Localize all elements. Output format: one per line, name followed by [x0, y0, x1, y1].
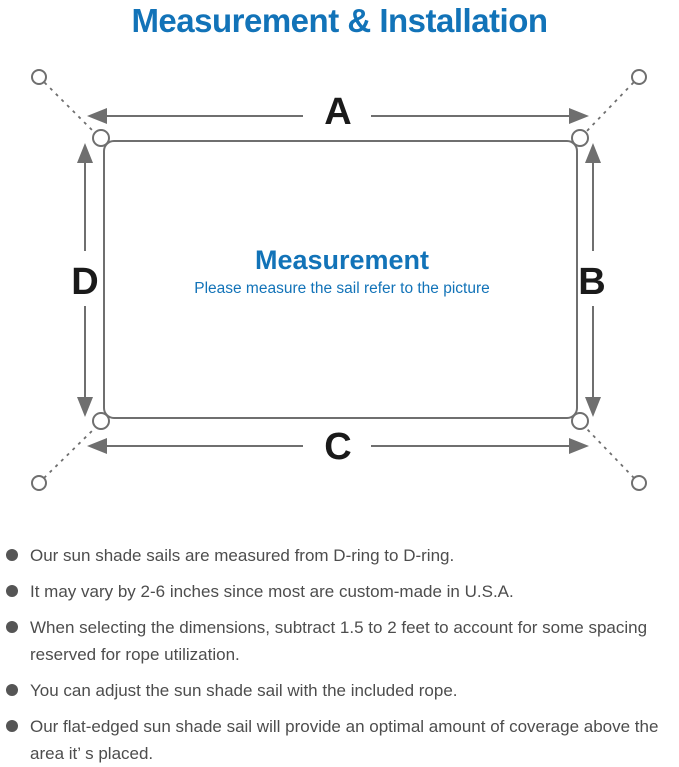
- diagram-subheading: Please measure the sail refer to the pic…: [194, 280, 490, 297]
- list-item: Our sun shade sails are measured from D-…: [4, 542, 675, 569]
- arrowhead-b-top: [585, 143, 601, 163]
- sail-outline: [103, 140, 578, 419]
- bullet-icon: [6, 585, 18, 597]
- rope-dashed-bottom-left: [43, 427, 96, 479]
- d-ring-top-left: [92, 129, 110, 147]
- list-item: You can adjust the sun shade sail with t…: [4, 677, 675, 704]
- arrowhead-a-left: [87, 108, 107, 124]
- dim-label-a: A: [324, 91, 351, 133]
- arrowhead-c-right: [569, 438, 589, 454]
- anchor-point-bottom-left: [31, 475, 47, 491]
- list-item: When selecting the dimensions, subtract …: [4, 614, 675, 668]
- anchor-point-bottom-right: [631, 475, 647, 491]
- list-item: Our flat-edged sun shade sail will provi…: [4, 713, 675, 767]
- note-text: You can adjust the sun shade sail with t…: [30, 681, 458, 700]
- d-ring-bottom-right: [571, 412, 589, 430]
- bullet-icon: [6, 720, 18, 732]
- arrowhead-d-bottom: [77, 397, 93, 417]
- dim-label-b: B: [578, 261, 605, 303]
- arrowhead-a-right: [569, 108, 589, 124]
- dim-label-c: C: [324, 426, 351, 468]
- diagram-canvas: A C D B Measurement Please measure the s…: [31, 69, 647, 491]
- anchor-point-top-right: [631, 69, 647, 85]
- anchor-point-top-left: [31, 69, 47, 85]
- note-text: When selecting the dimensions, subtract …: [30, 618, 648, 664]
- arrowhead-c-left: [87, 438, 107, 454]
- page-title: Measurement & Installation: [131, 2, 548, 39]
- d-ring-top-right: [571, 129, 589, 147]
- dim-label-d: D: [71, 261, 98, 303]
- rope-dashed-top-right: [584, 81, 635, 134]
- measurement-diagram: A C D B Measurement Please measure the s…: [0, 44, 679, 534]
- d-ring-bottom-left: [92, 412, 110, 430]
- note-text: Our sun shade sails are measured from D-…: [30, 546, 455, 565]
- arrowhead-b-bottom: [585, 397, 601, 417]
- notes-list: Our sun shade sails are measured from D-…: [0, 542, 679, 767]
- note-text: Our flat-edged sun shade sail will provi…: [30, 717, 659, 763]
- rope-dashed-top-left: [43, 81, 96, 134]
- bullet-icon: [6, 684, 18, 696]
- note-text: It may vary by 2-6 inches since most are…: [30, 582, 514, 601]
- rope-dashed-bottom-right: [585, 427, 635, 479]
- bullet-icon: [6, 621, 18, 633]
- diagram-heading: Measurement: [255, 245, 429, 275]
- arrowhead-d-top: [77, 143, 93, 163]
- bullet-icon: [6, 549, 18, 561]
- list-item: It may vary by 2-6 inches since most are…: [4, 578, 675, 605]
